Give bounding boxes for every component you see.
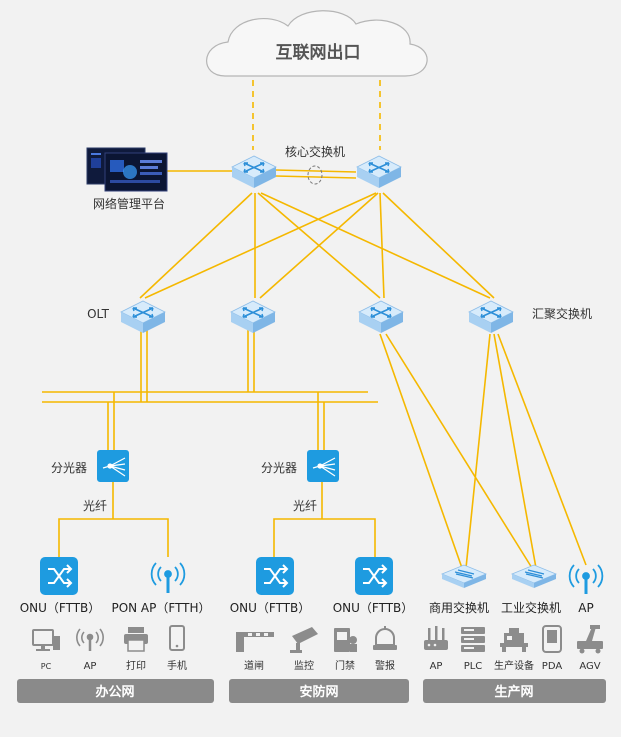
link-agg3-industrial: [385, 333, 533, 569]
zone-production-label: 生产网: [494, 684, 533, 700]
link-agg4-industrial: [493, 333, 537, 569]
pon-ap[interactable]: [150, 562, 186, 593]
pon-ap-label: PON AP（FTTH）: [111, 601, 210, 615]
olt-label: OLT: [87, 307, 109, 321]
zone-office-label: 办公网: [95, 684, 134, 700]
onu-office-label: ONU（FTTB）: [20, 601, 101, 615]
endpoint-label: 生产设备: [494, 659, 534, 672]
onu-security-2[interactable]: [355, 557, 393, 595]
pda-icon: [542, 625, 562, 653]
endpoint-label: AP: [430, 661, 443, 672]
endpoint-label: 打印: [126, 659, 146, 672]
shuffle-icon: [48, 564, 73, 588]
ap-icon: [424, 626, 448, 650]
agv-icon: [577, 625, 603, 654]
endpoint-label: 手机: [167, 659, 187, 672]
aggregation-label: 汇聚交换机: [532, 306, 592, 321]
monitor-screens-icon: [86, 147, 168, 192]
link-agg4-ap: [497, 333, 587, 566]
zone-security[interactable]: 安防网: [229, 679, 409, 703]
endpoint-label: PDA: [542, 661, 563, 672]
endpoint-label: PLC: [464, 661, 483, 672]
industrial-switch-label: 工业交换机: [501, 600, 561, 615]
splitter-2-label: 分光器: [261, 461, 297, 475]
plc-icon: [461, 627, 485, 652]
zone-office[interactable]: 办公网: [17, 679, 214, 703]
core-switch-left[interactable]: [231, 155, 277, 189]
link-fiber2-bracket: [273, 518, 376, 557]
link-coreR-agg3: [379, 192, 385, 299]
splitter-1-label: 分光器: [51, 461, 87, 475]
shuffle-icon: [264, 564, 289, 588]
link-core-core-a: [275, 169, 357, 173]
production-ap[interactable]: [568, 564, 604, 594]
network-management-platform[interactable]: 网络管理平台: [86, 147, 168, 211]
link-coreL-olt1: [139, 192, 253, 299]
link-coreL-agg4: [260, 192, 491, 299]
onu-security-1[interactable]: [256, 557, 294, 595]
zone-production[interactable]: 生产网: [423, 679, 606, 703]
endpoint-label: AGV: [579, 661, 600, 672]
phone-icon: [169, 625, 185, 651]
machine-icon: [500, 628, 528, 652]
nms-label: 网络管理平台: [93, 196, 165, 211]
splitter-2[interactable]: [307, 450, 339, 482]
access-device-labels: ONU（FTTB） PON AP（FTTH） ONU（FTTB） ONU（FTT…: [20, 600, 594, 615]
link-fiber1-bracket: [58, 518, 169, 557]
wireless-ap-icon: [150, 562, 186, 593]
link-agg3-commercial: [379, 333, 463, 569]
shuffle-icon: [363, 564, 388, 588]
stack-link-icon: [307, 165, 323, 185]
camera-icon: [290, 627, 318, 653]
zone-security-label: 安防网: [299, 684, 338, 700]
links: [42, 80, 587, 569]
splitter-icon: [312, 457, 336, 477]
fiber-1-label: 光纤: [83, 499, 107, 513]
endpoint-labels: PC AP 打印 手机 道闸 监控 门禁 警报 AP PLC 生产设备 PDA …: [41, 659, 601, 672]
aggregation-switch-2[interactable]: [468, 300, 514, 334]
pc-icon: [32, 629, 60, 651]
aggregation-switch-1[interactable]: [358, 300, 404, 334]
wireless-ap-icon: [568, 564, 604, 594]
onu-security-1-label: ONU（FTTB）: [230, 601, 311, 615]
access-control-icon: [334, 628, 357, 652]
ap-icon: [76, 628, 104, 651]
link-coreR-olt2: [259, 192, 379, 299]
link-agg4-commercial: [465, 333, 491, 569]
production-ap-label: AP: [578, 601, 593, 615]
industrial-switch[interactable]: [511, 564, 557, 589]
endpoint-label: 监控: [294, 659, 314, 672]
internet-cloud: 互联网出口: [206, 10, 428, 77]
barrier-gate-icon: [236, 632, 274, 652]
link-coreR-agg4: [382, 192, 495, 299]
cloud-label: 互联网出口: [276, 42, 361, 63]
printer-icon: [124, 627, 148, 652]
core-label: 核心交换机: [285, 144, 345, 159]
endpoint-label: 警报: [375, 659, 395, 672]
link-core-core-b: [275, 175, 357, 179]
endpoint-label: 道闸: [244, 659, 264, 672]
endpoint-label: 门禁: [335, 659, 355, 672]
splitter-icon: [102, 457, 126, 477]
olt-2[interactable]: [230, 300, 276, 334]
commercial-switch[interactable]: [441, 564, 487, 589]
olt-1[interactable]: [120, 300, 166, 334]
endpoint-label: AP: [84, 661, 97, 672]
link-coreR-olt1: [144, 192, 377, 299]
endpoint-icons: [32, 625, 603, 654]
commercial-switch-label: 商用交换机: [429, 600, 489, 615]
onu-security-2-label: ONU（FTTB）: [333, 601, 414, 615]
core-switch-right[interactable]: [356, 155, 402, 189]
endpoint-label: PC: [41, 662, 52, 671]
fiber-2-label: 光纤: [293, 499, 317, 513]
splitter-1[interactable]: [97, 450, 129, 482]
alarm-icon: [373, 626, 397, 650]
onu-office[interactable]: [40, 557, 78, 595]
